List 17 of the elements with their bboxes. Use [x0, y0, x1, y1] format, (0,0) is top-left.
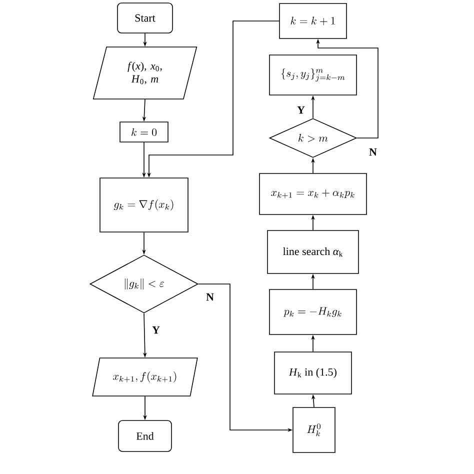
- process-box: $k=k+1$: [279, 3, 347, 39]
- process-box: $g_k=\nabla f(x_k)$: [100, 178, 188, 232]
- process-box: $k=0$: [120, 122, 168, 142]
- output-parallelogram: $x_{k+1}, f(x_{k+1})$: [92, 358, 198, 396]
- process-box: $x_{k+1}=x_k+\alpha_k p_k$: [259, 173, 367, 215]
- process-box: line search α$_{k}$: [267, 230, 359, 274]
- edge-label: Y: [297, 106, 305, 114]
- process-box: $H_k^0$: [292, 407, 336, 453]
- input-parallelogram: f(x), x$_{0}$, H$_{0}$, m: [92, 46, 198, 100]
- edge-label: N: [369, 148, 377, 156]
- process-box: $p_k=-H_k g_k$: [269, 289, 357, 335]
- start-terminal: Start: [117, 2, 173, 34]
- edge-label: Y: [152, 326, 160, 334]
- process-box: $\{s_j, y_j\}_{j=k-m}^{m}$: [269, 54, 357, 96]
- process-box: H$_{k}$ in (1.5): [274, 352, 352, 394]
- end-terminal: End: [118, 420, 172, 452]
- edge-label: N: [206, 293, 214, 301]
